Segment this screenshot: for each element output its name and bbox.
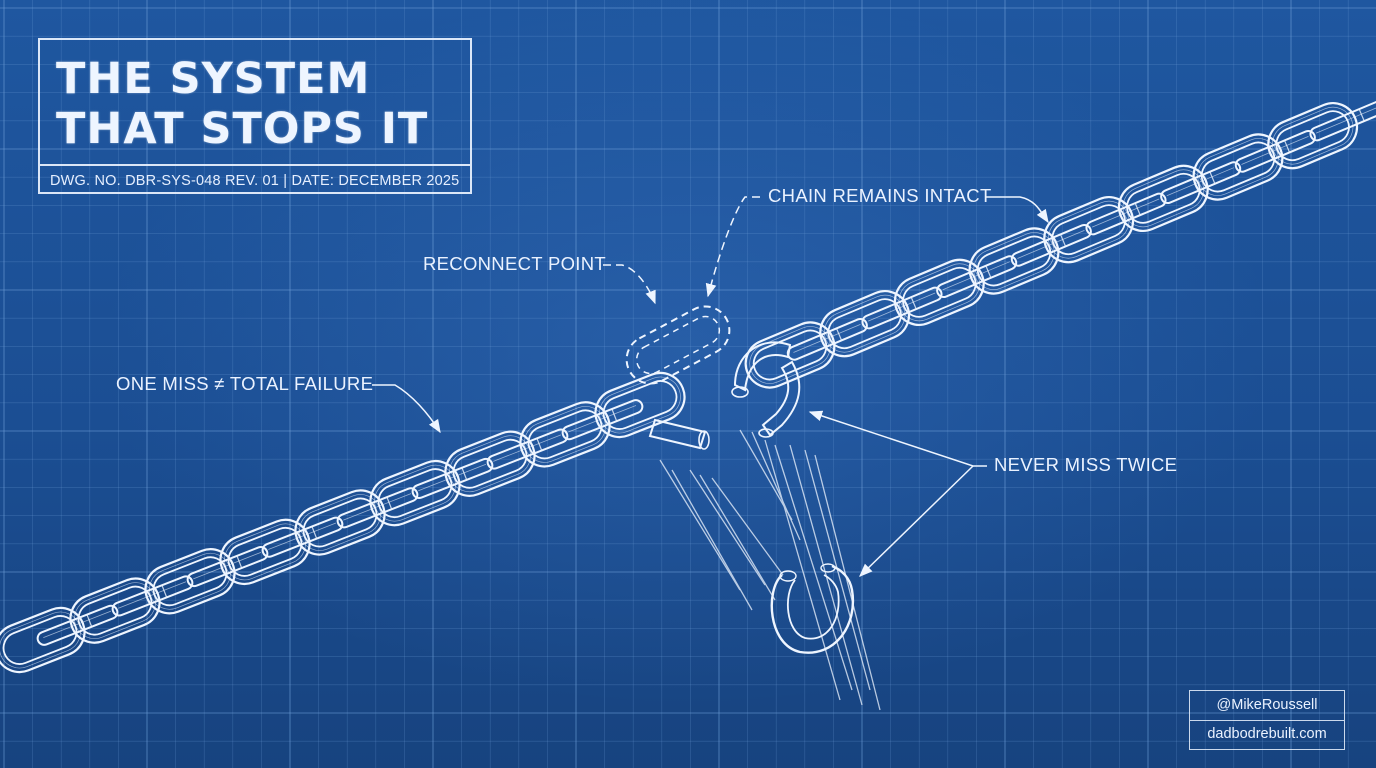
right-chain-link	[861, 286, 943, 330]
left-chain-link	[261, 516, 344, 558]
drawing-number: DWG. NO. DBR-SYS-048 REV. 01 | DATE: DEC…	[50, 173, 460, 189]
right-chain-link	[968, 227, 1060, 295]
right-chain-link	[744, 321, 836, 389]
credit-divider	[1190, 720, 1344, 721]
title-line-2: THAT STOPS IT	[56, 104, 429, 154]
left-chain-link	[219, 518, 311, 585]
title-block: THE SYSTEM THAT STOPS IT DWG. NO. DBR-SY…	[38, 38, 472, 194]
falling-broken-link	[770, 563, 855, 654]
right-chain-link	[1160, 161, 1242, 205]
left-chain-link	[144, 548, 236, 615]
right-chain-link	[1117, 164, 1209, 232]
left-chain-link	[186, 545, 269, 588]
motion-streaks	[659, 429, 881, 711]
broken-end-left	[648, 418, 710, 450]
callout-chain-intact: CHAIN REMAINS INTACT	[768, 185, 992, 206]
right-chain-link	[1010, 223, 1092, 267]
title-divider	[40, 164, 470, 166]
credit-handle[interactable]: @MikeRoussell	[1216, 697, 1318, 713]
right-chain-link	[1234, 129, 1316, 173]
left-chain-link	[594, 371, 686, 439]
broken-end-right	[731, 341, 801, 438]
title-line-1: THE SYSTEM	[56, 54, 371, 104]
right-chain-link	[819, 290, 911, 358]
right-chain-link	[1192, 133, 1284, 201]
right-chain-link	[786, 317, 868, 361]
right-chain-link	[1043, 196, 1135, 264]
left-chain-link	[336, 487, 419, 529]
right-chain-link	[1267, 102, 1359, 170]
left-chain-link	[444, 430, 536, 497]
left-chain-link	[294, 489, 386, 556]
left-chain-link	[411, 457, 494, 500]
left-chain-link	[0, 606, 86, 674]
leader-lines	[372, 196, 1049, 577]
left-chain-link	[486, 428, 569, 470]
left-chain-link	[561, 399, 644, 441]
left-chain-link	[369, 460, 461, 527]
left-chain-link	[519, 401, 611, 468]
left-chain-link	[36, 604, 119, 646]
callout-reconnect-point: RECONNECT POINT	[423, 253, 607, 274]
left-chain-link	[69, 577, 161, 644]
credit-website[interactable]: dadbodrebuilt.com	[1207, 726, 1327, 742]
left-chain-link	[111, 575, 194, 617]
right-chain-link	[936, 255, 1018, 299]
callout-never-miss-twice: NEVER MISS TWICE	[994, 454, 1178, 475]
credit-block: @MikeRoussell dadbodrebuilt.com	[1189, 690, 1345, 750]
right-chain-link	[1309, 98, 1376, 142]
callout-one-miss: ONE MISS ≠ TOTAL FAILURE	[116, 373, 374, 394]
reconnect-ghost-link	[625, 305, 731, 385]
right-chain-link	[893, 258, 985, 326]
right-chain-link	[1085, 192, 1167, 236]
